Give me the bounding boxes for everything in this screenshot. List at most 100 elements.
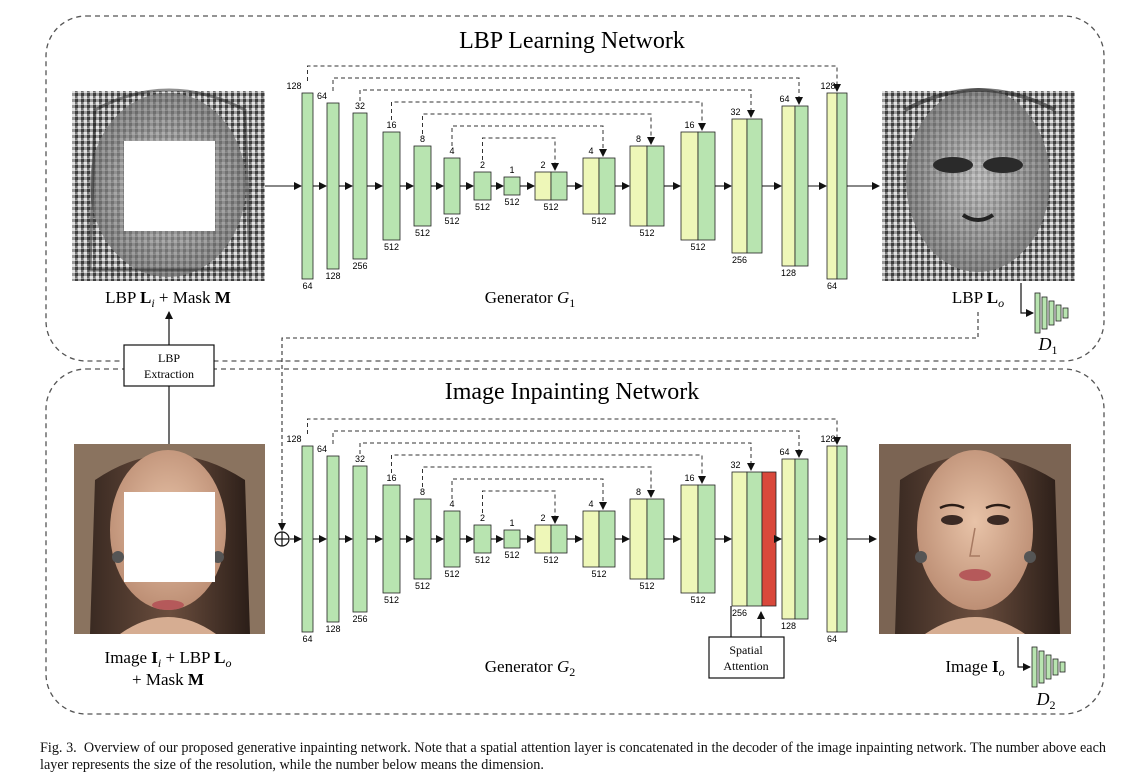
decoder-half (646, 145, 665, 227)
spatial-attention-line2: Attention (723, 659, 768, 673)
resolution-label: 4 (449, 146, 454, 156)
resolution-label: 4 (588, 499, 593, 509)
encoder-layer (473, 171, 492, 201)
resolution-label: 2 (480, 160, 485, 170)
dimension-label: 128 (781, 621, 796, 631)
encoder-layer (301, 92, 314, 280)
resolution-label: 64 (779, 447, 789, 457)
dimension-label: 256 (352, 614, 367, 624)
dimension-label: 256 (732, 255, 747, 265)
resolution-label: 2 (540, 513, 545, 523)
encoder-layer (301, 445, 314, 633)
top-network-boundary (45, 15, 1105, 362)
dimension-label: 64 (827, 634, 837, 644)
dimension-label: 256 (732, 608, 747, 618)
skip-connection (332, 77, 803, 105)
decoder-half (598, 157, 616, 215)
eye-shape (983, 157, 1023, 173)
resolution-label: 1 (509, 518, 514, 528)
mask-square (124, 141, 215, 231)
encoder-layer (382, 131, 401, 241)
caption-prefix: Fig. 3. (40, 740, 77, 756)
decoder-half (550, 524, 568, 554)
encoder-layer (352, 112, 368, 260)
resolution-label: 128 (820, 81, 835, 91)
generator-g2-layers: 1286464128322561651285124512251215122512… (286, 418, 877, 644)
discriminator-d2: D2 (1017, 637, 1066, 712)
concat-operator (274, 531, 290, 547)
resolution-label: 128 (820, 434, 835, 444)
dimension-label: 128 (325, 271, 340, 281)
discriminator-d2-label: D2 (1036, 689, 1056, 712)
decoder-half (794, 105, 809, 267)
resolution-label: 32 (730, 107, 740, 117)
discriminator-d1-label: D1 (1038, 334, 1058, 357)
skip-connection (359, 442, 755, 471)
skip-connection (482, 137, 559, 171)
skip-half (534, 171, 552, 201)
decoder-half (646, 498, 665, 580)
dimension-label: 512 (444, 216, 459, 226)
resolution-label: 16 (684, 120, 694, 130)
skip-connection (307, 65, 841, 92)
dimension-label: 512 (504, 197, 519, 207)
resolution-label: 8 (636, 134, 641, 144)
skip-connection (332, 430, 803, 458)
skip-half (629, 498, 648, 580)
figure-caption: Fig. 3. Overview of our proposed generat… (40, 740, 1106, 774)
discriminator-d1: D1 (1020, 283, 1069, 357)
skip-half (826, 92, 838, 280)
resolution-label: 64 (317, 444, 327, 454)
resolution-label: 8 (420, 487, 425, 497)
dimension-label: 512 (384, 595, 399, 605)
skip-connection (307, 418, 841, 445)
resolution-label: 32 (355, 101, 365, 111)
face-input-label-line1: Image Ii + LBP Lo (105, 648, 232, 670)
dimension-label: 512 (591, 216, 606, 226)
figure-canvas: LBP Learning Network Image Inpainting Ne… (45, 15, 1105, 715)
dimension-label: 128 (781, 268, 796, 278)
face-output-label: Image Io (945, 657, 1004, 679)
dimension-label: 512 (690, 595, 705, 605)
decoder-half (697, 484, 716, 594)
skip-connection (422, 113, 655, 145)
lbp-to-inpaint-connector (278, 312, 979, 531)
resolution-label: 1 (509, 165, 514, 175)
skip-connection (359, 89, 755, 118)
dimension-label: 512 (543, 555, 558, 565)
encoder-layer (326, 102, 340, 270)
encoder-layer (503, 529, 521, 549)
decoder-half (794, 458, 809, 620)
resolution-label: 4 (588, 146, 593, 156)
lbp-input-image (72, 88, 265, 281)
generator-g2-label: Generator G2 (485, 657, 576, 679)
skip-half (731, 471, 748, 607)
skip-half (680, 484, 699, 594)
dimension-label: 512 (639, 228, 654, 238)
resolution-label: 8 (636, 487, 641, 497)
resolution-label: 128 (286, 81, 301, 91)
lbp-input-label: LBP Li + Mask M (105, 288, 231, 310)
dimension-label: 256 (352, 261, 367, 271)
encoder-layer (443, 157, 461, 215)
decoder-half (746, 118, 763, 254)
skip-half (781, 105, 796, 267)
skip-half (582, 510, 600, 568)
dimension-label: 64 (302, 281, 312, 291)
resolution-label: 128 (286, 434, 301, 444)
encoder-layer (413, 145, 432, 227)
skip-half (534, 524, 552, 554)
skip-connection (391, 101, 706, 131)
encoder-layer (352, 465, 368, 613)
resolution-label: 64 (317, 91, 327, 101)
resolution-label: 64 (779, 94, 789, 104)
encoder-layer (443, 510, 461, 568)
skip-half (680, 131, 699, 241)
dimension-label: 512 (415, 228, 430, 238)
eye-shape (987, 515, 1009, 525)
top-network-title: LBP Learning Network (459, 28, 685, 54)
caption-text: Overview of our proposed generative inpa… (40, 740, 1106, 773)
lbp-output-label: LBP Lo (952, 288, 1004, 310)
skip-connection (482, 490, 559, 524)
resolution-label: 16 (386, 120, 396, 130)
